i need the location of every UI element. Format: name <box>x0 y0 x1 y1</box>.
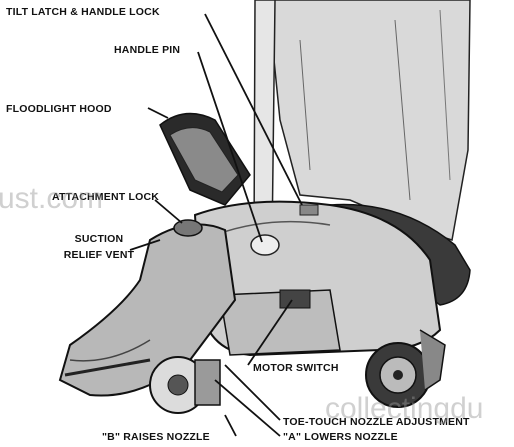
floodlight-hood <box>160 114 250 205</box>
watermark-left: ust.com <box>0 182 103 216</box>
label-suction-relief-line1: SUCTION <box>54 233 144 245</box>
leader-b-raises <box>225 415 236 436</box>
front-wheel <box>150 357 220 413</box>
leader-floodlight-hood <box>148 108 168 118</box>
label-motor-switch: MOTOR SWITCH <box>253 362 339 374</box>
label-suction-relief-line2: RELIEF VENT <box>54 249 144 261</box>
motor-switch <box>220 290 340 355</box>
label-b-raises: "B" RAISES NOZZLE <box>102 431 210 443</box>
label-tilt-latch: TILT LATCH & HANDLE LOCK <box>6 6 160 18</box>
label-suction-relief: SUCTION RELIEF VENT <box>54 233 144 261</box>
watermark-bottom: collectingdu <box>325 392 483 426</box>
leader-attachment-lock <box>155 200 182 223</box>
label-floodlight-hood: FLOODLIGHT HOOD <box>6 103 112 115</box>
label-a-lowers: "A" LOWERS NOZZLE <box>283 431 398 443</box>
label-handle-pin: HANDLE PIN <box>114 44 180 56</box>
